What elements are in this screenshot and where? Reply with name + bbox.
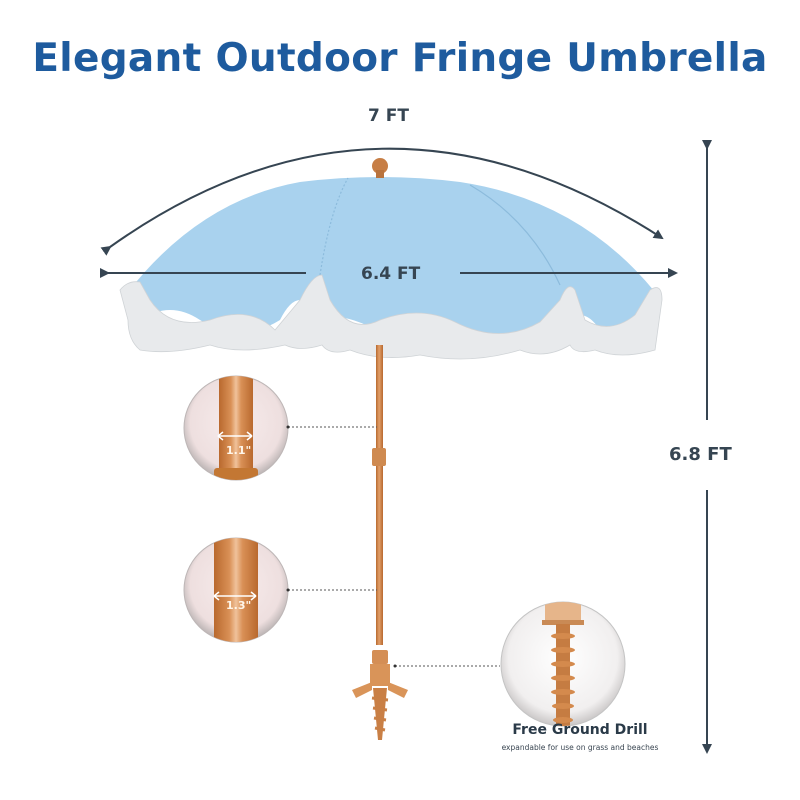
umbrella-canopy — [128, 158, 655, 345]
upper-pole-callout — [183, 375, 377, 481]
ground-drill-callout — [393, 601, 626, 727]
umbrella-pole — [352, 345, 408, 740]
ground-drill-title: Free Ground Drill — [512, 722, 648, 738]
canopy-fringe — [119, 274, 663, 360]
ground-drill-subtitle: expandable for use on grass and beaches — [501, 743, 659, 752]
lower-pole-callout — [183, 537, 377, 643]
page-title: Elegant Outdoor Fringe Umbrella — [32, 36, 768, 81]
lower-pole-diameter-label: 1.3" — [226, 599, 252, 612]
total-height-label: 6.8 FT — [669, 444, 732, 465]
canopy-width-label: 6.4 FT — [361, 264, 421, 284]
canopy-arc-label: 7 FT — [368, 106, 409, 126]
upper-pole-diameter-label: 1.1" — [226, 444, 252, 457]
canopy-arc-dimension-line — [100, 147, 664, 256]
